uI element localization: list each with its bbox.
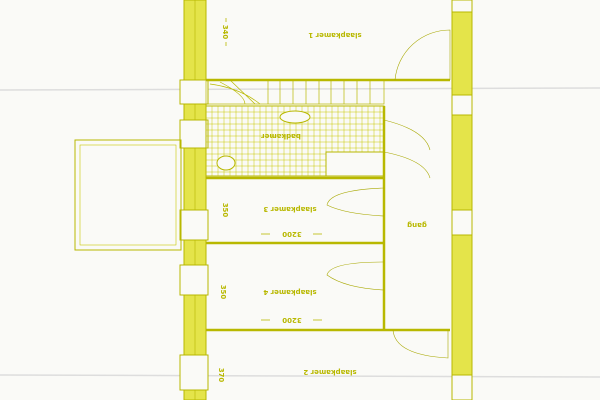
room-label-slaapkamer-1: slaapkamer 1 <box>308 31 361 39</box>
dimension-label: 350 <box>221 203 229 218</box>
room-label-gang: gang <box>407 221 427 229</box>
room-label-slaapkamer-3: slaapkamer 3 <box>263 205 316 213</box>
toilet-icon <box>216 155 236 171</box>
bathtub-icon <box>325 151 385 177</box>
room-label-slaapkamer-4: slaapkamer 4 <box>263 288 316 296</box>
balcony <box>74 139 182 251</box>
dimension-label: 350 <box>219 285 227 300</box>
right-exterior-wall <box>451 0 473 400</box>
dimension-label: 370 <box>217 368 225 383</box>
right-windows <box>451 0 473 400</box>
sink-icon <box>279 110 311 124</box>
interior-walls <box>206 78 450 332</box>
room-label-badkamer: badkamer <box>261 132 301 140</box>
doors <box>326 29 451 359</box>
dimension-label: 3200 <box>282 316 302 324</box>
staircase <box>205 79 385 105</box>
room-label-slaapkamer-2: slaapkamer 2 <box>303 368 356 376</box>
dimension-arrows <box>225 18 322 321</box>
left-windows <box>179 79 209 391</box>
paper-fold <box>0 374 600 378</box>
dimension-label: 3200 <box>282 230 302 238</box>
bathroom <box>205 105 385 177</box>
dimension-label: 340 <box>221 25 229 40</box>
paper-fold <box>0 87 600 91</box>
